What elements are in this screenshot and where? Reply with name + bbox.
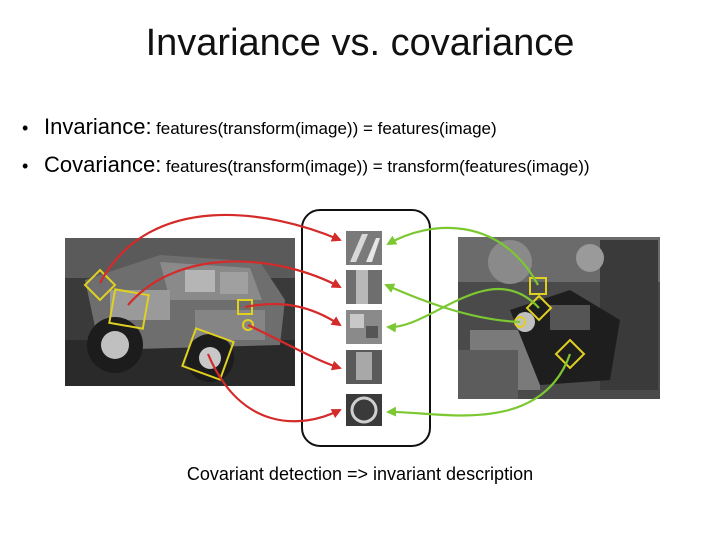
patch-panel <box>302 210 430 446</box>
patch-3 <box>346 310 382 344</box>
patch-1 <box>346 231 382 265</box>
patch-4 <box>346 350 382 384</box>
left-image <box>65 238 295 386</box>
patch-5 <box>346 394 382 426</box>
patch-2 <box>346 270 382 304</box>
figure-caption: Covariant detection => invariant descrip… <box>0 464 720 485</box>
